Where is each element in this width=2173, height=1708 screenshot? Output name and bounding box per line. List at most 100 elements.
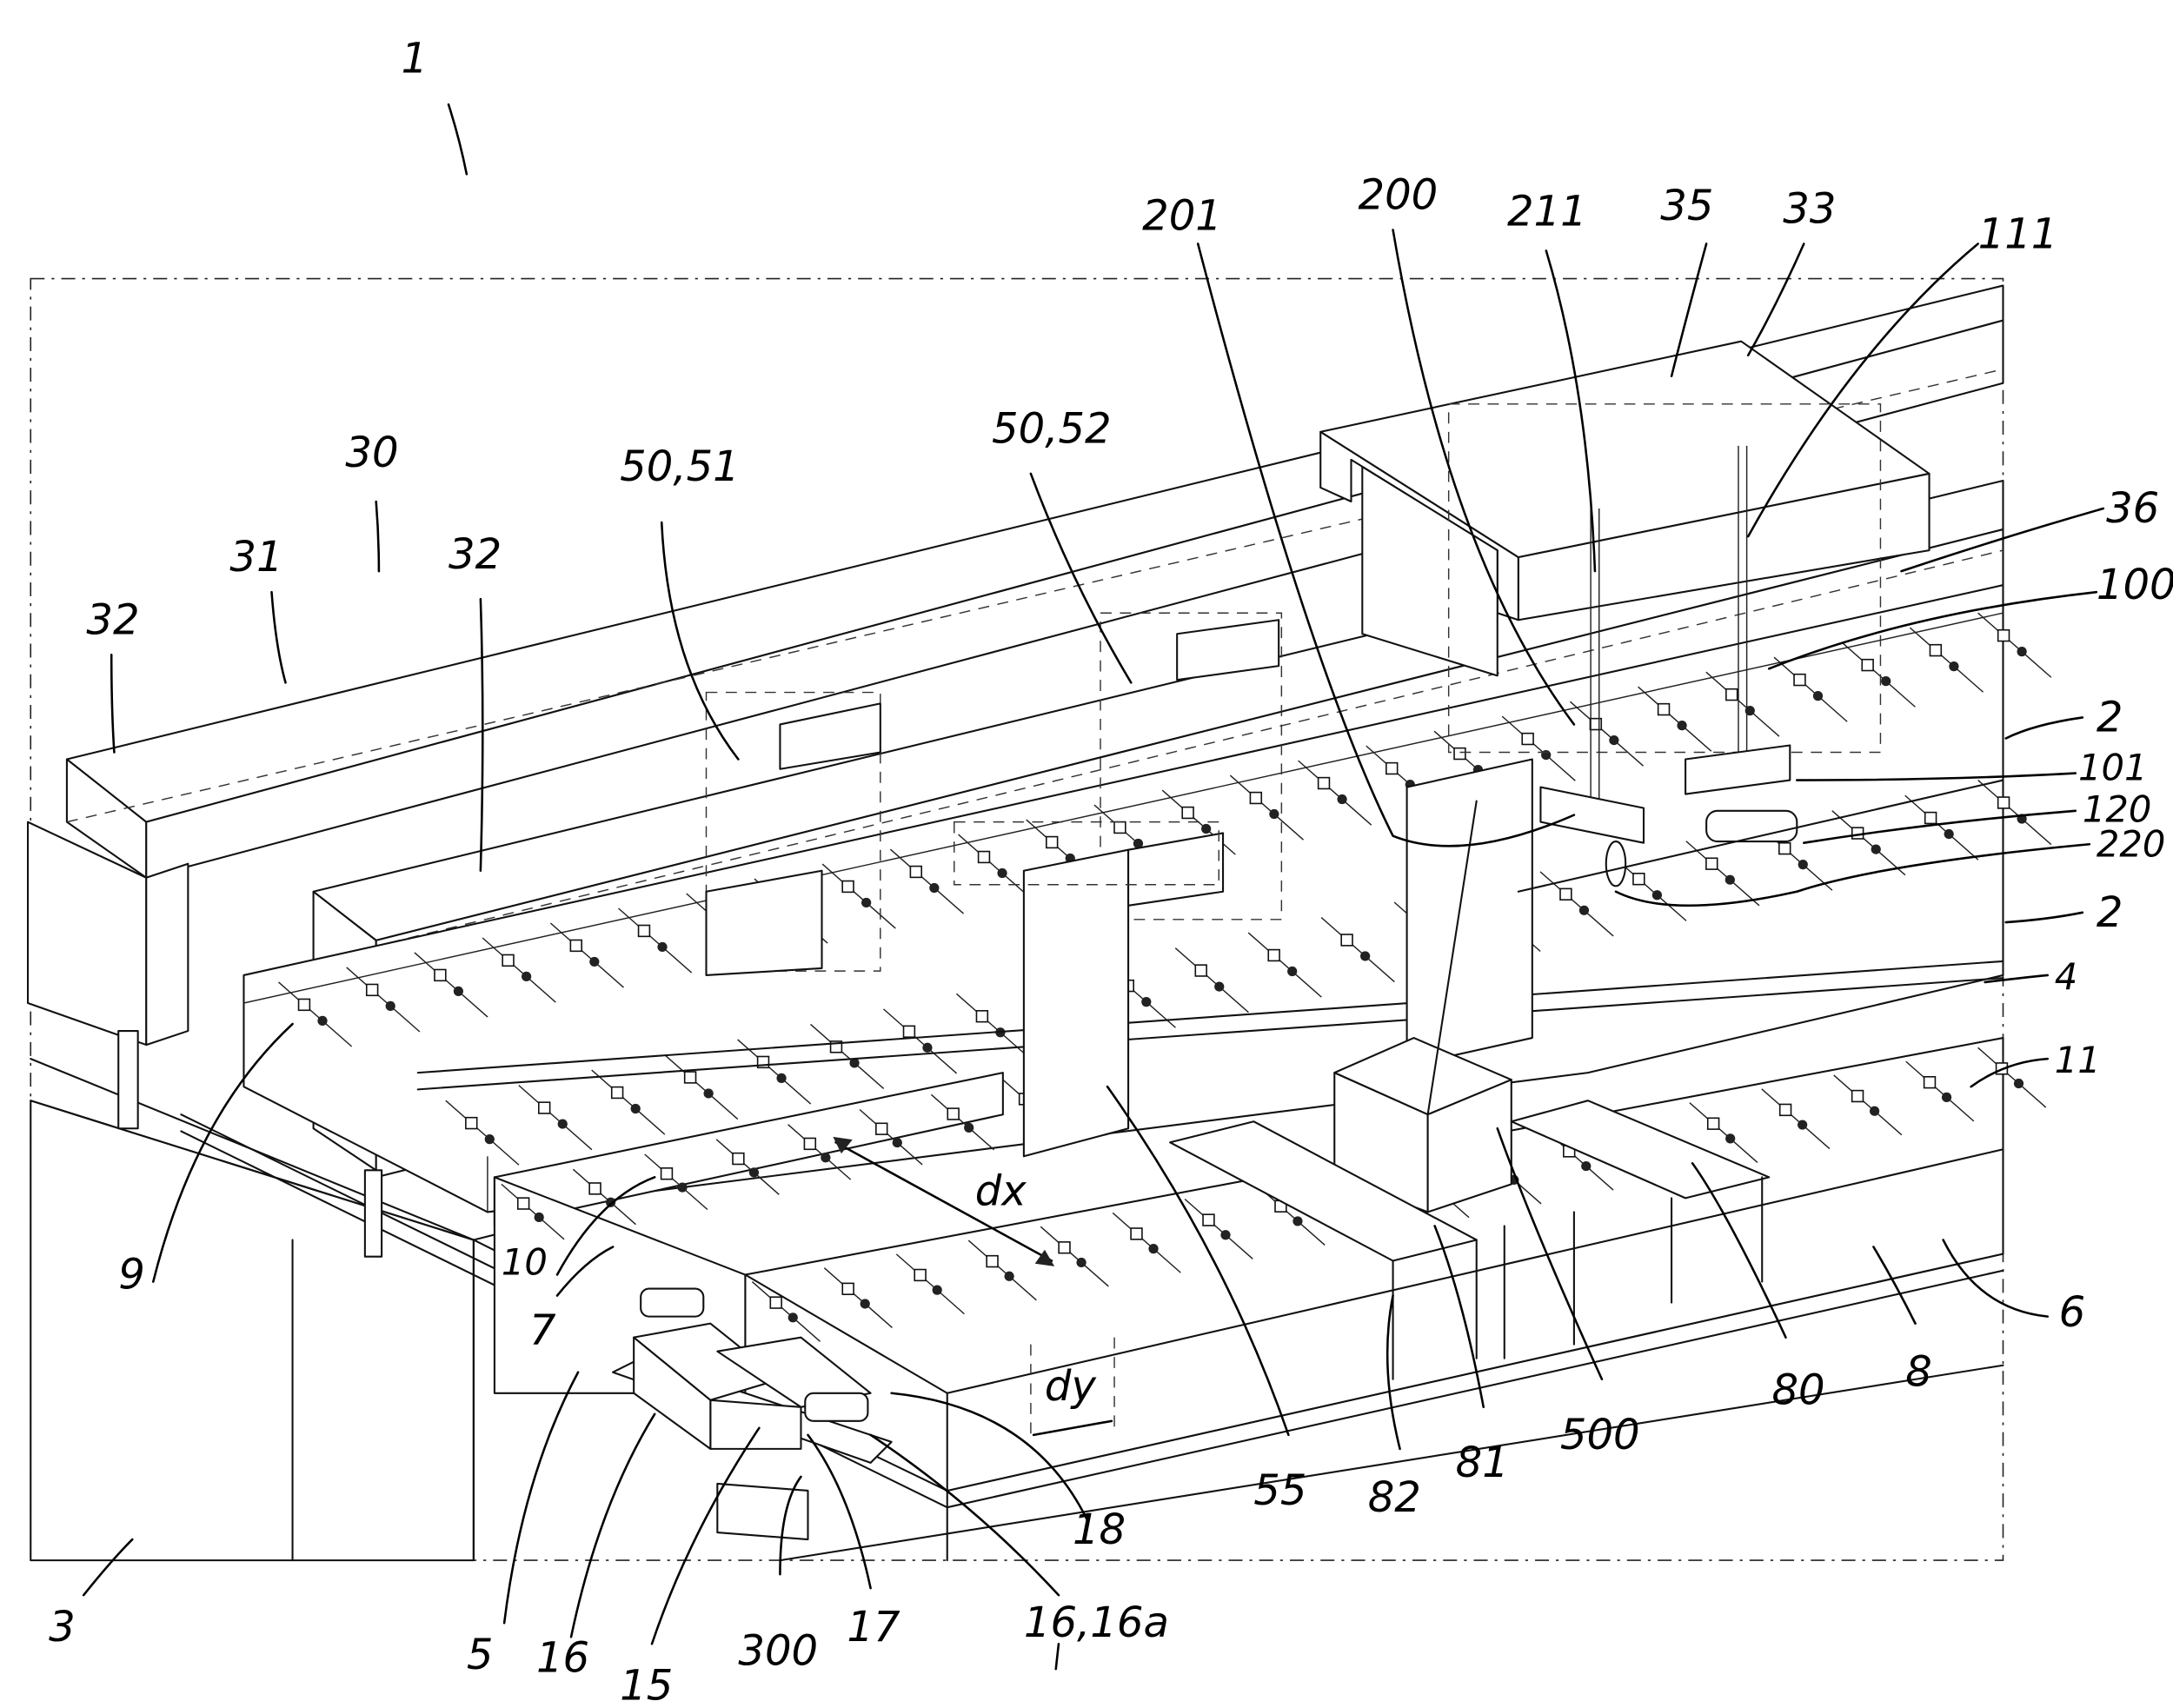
label-11: 11 <box>2055 1039 2101 1081</box>
cell-pole <box>2013 1078 2024 1089</box>
cell-pole <box>1812 691 1824 701</box>
slat <box>787 1124 852 1180</box>
head-33-35 <box>1319 340 1930 829</box>
cell-pole <box>1578 905 1590 915</box>
dimension-marks <box>833 1136 1115 1442</box>
cell-pole <box>589 956 600 967</box>
cell-pole <box>1744 705 1755 716</box>
cell-terminal <box>909 865 923 879</box>
conveyor-divider-4 <box>416 960 2004 1091</box>
label-33: 33 <box>1783 184 1836 233</box>
cell-pole <box>1148 1244 1159 1254</box>
cell-terminal <box>986 1254 999 1268</box>
cell-terminal <box>841 880 854 894</box>
slat <box>1831 810 1906 876</box>
label-32-left: 32 <box>86 595 139 644</box>
slat <box>664 1053 739 1120</box>
module-50-52 <box>954 612 1283 1158</box>
slat <box>821 863 896 929</box>
cell-pole <box>997 867 1007 879</box>
cell-pole <box>606 1197 616 1207</box>
label-201: 201 <box>1142 191 1222 240</box>
label-211: 211 <box>1507 188 1587 236</box>
cell-pole <box>453 986 464 997</box>
cell-pole <box>1609 734 1619 746</box>
label-5: 5 <box>467 1631 494 1679</box>
label-16-16a: 16,16a <box>1024 1598 1169 1647</box>
cell-terminal <box>1997 628 2010 642</box>
slat <box>1905 1060 1975 1122</box>
slat <box>1773 656 1848 722</box>
cell-terminal <box>1202 1213 1215 1226</box>
cell-terminal <box>1181 806 1194 820</box>
label-120: 120 <box>2083 788 2152 831</box>
label-200: 200 <box>1359 170 1439 219</box>
cell-pole <box>1725 1133 1736 1144</box>
leader-lines <box>82 103 2105 1671</box>
slat <box>278 981 353 1047</box>
cell-pole <box>1798 860 1808 870</box>
cell-pole <box>317 1015 328 1026</box>
slat <box>1298 760 1372 826</box>
cell-pole <box>1677 720 1687 731</box>
cell-pole <box>1724 874 1735 885</box>
slat <box>1184 1198 1253 1259</box>
cell-pole <box>484 1134 495 1145</box>
slat <box>482 937 556 1003</box>
cell-pole <box>522 971 532 982</box>
cell-pole <box>385 1000 395 1012</box>
cell-pole <box>932 1285 942 1295</box>
cell-pole <box>1360 951 1371 961</box>
cell-terminal <box>1851 1089 1864 1103</box>
label-2-upper: 2 <box>2097 693 2123 741</box>
label-18: 18 <box>1073 1505 1126 1554</box>
cell-terminal <box>1386 761 1399 775</box>
cell-terminal <box>1317 776 1331 790</box>
slat <box>810 1023 885 1090</box>
cell-terminal <box>1997 796 2010 809</box>
label-10: 10 <box>502 1241 548 1284</box>
cell-pole <box>964 1122 974 1133</box>
cell-pole <box>787 1313 798 1323</box>
cell-terminal <box>1861 658 1874 672</box>
cell-terminal <box>1559 887 1572 901</box>
cell-terminal <box>1705 857 1718 870</box>
cell-terminal <box>977 850 991 864</box>
cell-terminal <box>841 1282 854 1295</box>
slat <box>883 1008 958 1074</box>
cell-terminal <box>465 1116 478 1130</box>
slat <box>1705 671 1780 737</box>
label-8: 8 <box>1905 1348 1932 1397</box>
label-55: 55 <box>1253 1466 1306 1515</box>
module-50-51 <box>705 691 881 976</box>
cell-pole <box>1541 749 1552 761</box>
slat <box>501 1183 565 1240</box>
slat <box>518 1085 593 1151</box>
cell-terminal <box>769 1296 782 1309</box>
slat <box>1501 715 1576 781</box>
cell-pole <box>1941 1092 1952 1102</box>
cell-terminal <box>660 1167 674 1180</box>
cell-pole <box>1220 1230 1231 1240</box>
cell-terminal <box>1194 964 1207 977</box>
label-9: 9 <box>118 1251 145 1299</box>
cell-pole <box>534 1212 544 1223</box>
cell-pole <box>892 1137 902 1148</box>
label-100: 100 <box>2097 561 2173 609</box>
slat <box>1638 686 1712 752</box>
slat <box>823 1267 893 1329</box>
cell-terminal <box>365 983 379 997</box>
label-15: 15 <box>620 1661 673 1708</box>
cell-pole <box>1076 1257 1086 1268</box>
label-dy: dy <box>1045 1362 1097 1411</box>
cell-terminal <box>569 939 582 953</box>
slat <box>1977 1047 2047 1108</box>
cell-terminal <box>1267 948 1280 962</box>
slat <box>591 1069 666 1135</box>
slat <box>1977 612 2052 678</box>
cell-pole <box>703 1088 714 1099</box>
label-101: 101 <box>2078 747 2148 789</box>
slat <box>930 1093 995 1151</box>
slat <box>889 848 964 914</box>
cell-pole <box>1269 808 1279 820</box>
